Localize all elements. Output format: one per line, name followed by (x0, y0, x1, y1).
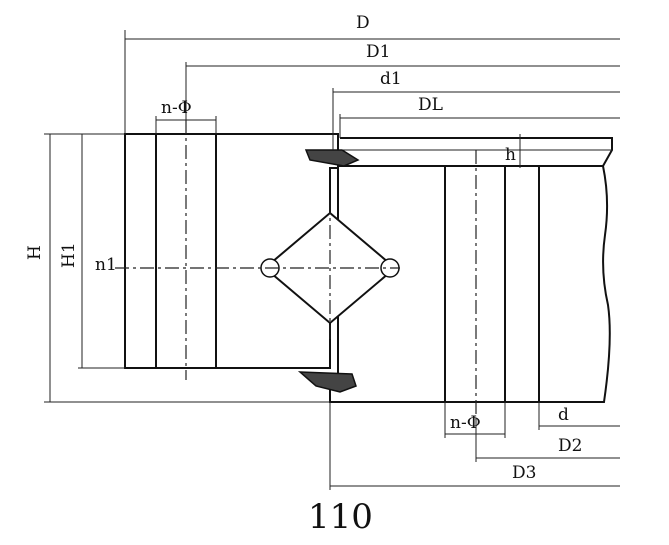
diagram-caption: 110 (308, 497, 373, 537)
label-D2: D2 (558, 436, 582, 456)
dimension-lines-left (44, 133, 330, 403)
dimension-lines-bottom (329, 402, 620, 490)
label-D3: D3 (512, 463, 536, 483)
outer-ring (124, 120, 339, 380)
label-D1: D1 (366, 42, 390, 62)
crossed-roller (115, 200, 400, 340)
dimension-lines-top (124, 30, 620, 168)
label-D: D (356, 13, 370, 33)
gear-tooth-outline (340, 137, 613, 167)
label-H: H (25, 245, 45, 260)
label-DL: DL (418, 95, 443, 115)
label-h: h (505, 145, 516, 165)
label-hole-top: n-Φ (161, 98, 192, 118)
label-d: d (558, 405, 569, 425)
label-hole-bottom: n-Φ (450, 413, 481, 433)
label-n1: n1 (95, 255, 117, 275)
seal-bottom (297, 371, 357, 393)
label-d1: d1 (380, 69, 402, 89)
label-H1: H1 (59, 242, 79, 268)
seal-top (304, 149, 360, 167)
